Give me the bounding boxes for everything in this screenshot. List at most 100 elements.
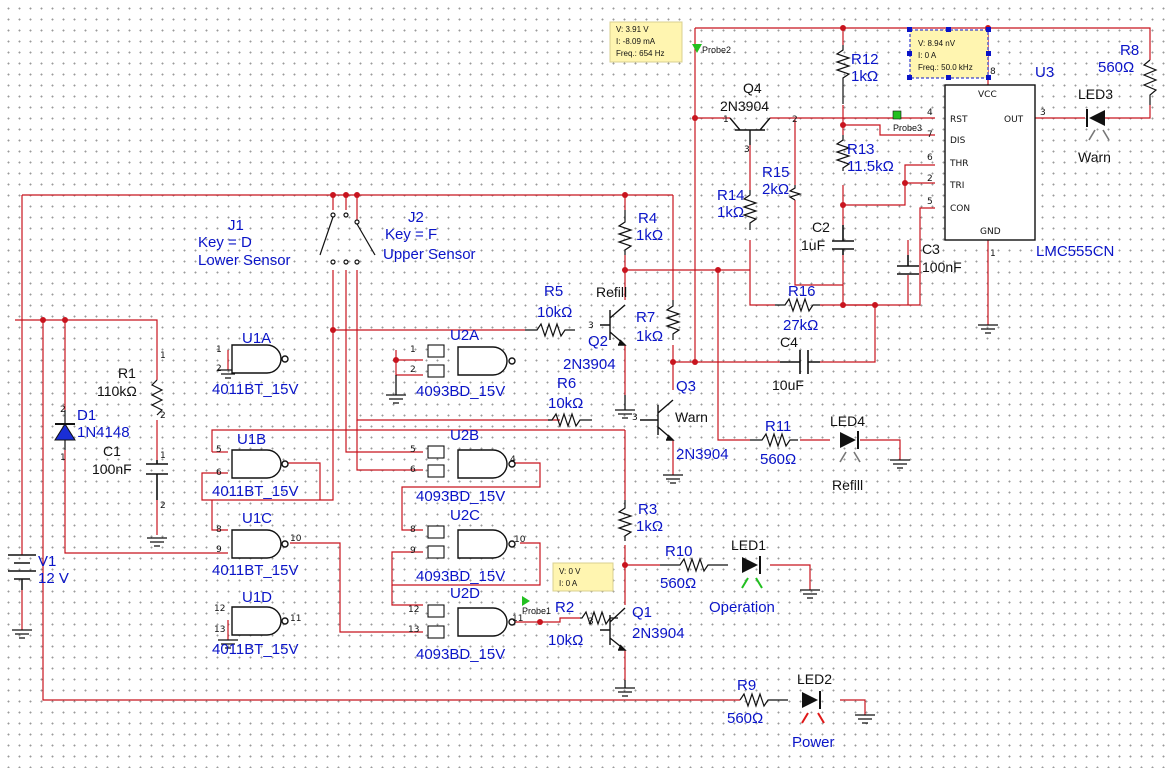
probe2-freq: Freq.: 654 Hz	[616, 49, 664, 58]
switches	[319, 212, 376, 265]
wires	[15, 27, 1151, 715]
c4-label: C4	[780, 334, 798, 350]
r1-value: 110kΩ	[97, 383, 137, 399]
r11-value: 560Ω	[760, 451, 796, 468]
pin-num: 5	[927, 197, 933, 207]
c4-body	[780, 350, 820, 374]
r4-label: R4	[638, 210, 657, 227]
r9-value: 560Ω	[727, 710, 763, 727]
r15-label: R15	[762, 164, 790, 181]
led4-caption: Refill	[832, 477, 863, 493]
c2-body	[832, 225, 854, 255]
c1-value: 100nF	[92, 461, 132, 477]
u1d-part: 4011BT_15V	[212, 641, 298, 658]
pin-num: 13	[408, 625, 419, 635]
u1b-label: U1B	[237, 431, 266, 448]
pin-num: 2	[160, 501, 166, 511]
probe-markers	[522, 44, 902, 606]
r14-body	[742, 190, 758, 230]
nand-gates	[231, 344, 516, 637]
r9-label: R9	[737, 677, 756, 694]
u3-pin-dis: DIS	[950, 136, 966, 146]
r12-label: R12	[851, 51, 879, 68]
led4-label: LED4	[830, 413, 865, 429]
led3-label: LED3	[1078, 86, 1113, 102]
r2-body	[580, 610, 618, 626]
r5-label: R5	[544, 283, 563, 300]
u2c-part: 4093BD_15V	[416, 568, 505, 585]
resistors	[150, 45, 1158, 708]
c4-value: 10uF	[772, 377, 804, 393]
probe3-handles	[907, 27, 991, 80]
u1d-label: U1D	[242, 589, 272, 606]
r6-label: R6	[557, 375, 576, 392]
probe3-tag: Probe3	[893, 123, 922, 133]
pin-num: 10	[514, 535, 526, 545]
u1c-part: 4011BT_15V	[212, 562, 298, 579]
pin-num: 2	[410, 365, 416, 375]
u1a-part: 4011BT_15V	[212, 381, 298, 398]
j2-key: Key = F	[385, 226, 437, 243]
r8-value: 560Ω	[1098, 59, 1134, 76]
pin-num: 2	[216, 364, 222, 374]
pin-num: 2	[792, 115, 798, 125]
r13-label: R13	[847, 141, 875, 158]
probe1-tag: Probe1	[522, 606, 551, 616]
pin-num: 6	[216, 468, 222, 478]
u3-pin-rst: RST	[950, 115, 968, 125]
r15-value: 2kΩ	[762, 181, 789, 198]
u3-pin-out: OUT	[1004, 115, 1024, 125]
j2-label: J2	[408, 209, 424, 226]
probe3-current: I: 0 A	[918, 51, 937, 60]
r1-body	[150, 379, 164, 416]
d1-label: D1	[77, 407, 96, 424]
r7-value: 1kΩ	[636, 328, 663, 345]
r5-value: 10kΩ	[537, 304, 572, 321]
u2b-part: 4093BD_15V	[416, 488, 505, 505]
j1-key: Key = D	[198, 234, 252, 251]
r12-body	[835, 45, 851, 104]
r12-value: 1kΩ	[851, 68, 878, 85]
u3-pin-tri: TRI	[949, 181, 964, 191]
v1-label: V1	[38, 553, 56, 570]
u3-pin-thr: THR	[949, 159, 969, 169]
pin-num: 3	[632, 413, 638, 423]
battery-v1	[8, 554, 36, 590]
led1-symbol	[741, 556, 763, 589]
d1-value: 1N4148	[77, 424, 130, 441]
pin-num: 8	[990, 67, 996, 77]
j1-label: J1	[228, 217, 244, 234]
c2-label: C2	[812, 219, 830, 235]
led2-label: LED2	[797, 671, 832, 687]
led4-symbol	[839, 431, 861, 463]
probe3-voltage: V: 8.94 nV	[918, 39, 956, 48]
led3-caption: Warn	[1078, 149, 1111, 165]
probe1-voltage: V: 0 V	[559, 567, 581, 576]
r8-body	[1142, 59, 1158, 105]
pin-num: 6	[410, 465, 416, 475]
r13-value: 11.5kΩ	[847, 158, 894, 175]
leds	[741, 109, 1110, 724]
r16-label: R16	[788, 283, 816, 300]
r7-label: R7	[636, 309, 655, 326]
r10-value: 560Ω	[660, 575, 696, 592]
labels: V1 12 V D1 1N4148 R1 110kΩ C1 100nF J1 K…	[38, 25, 1139, 751]
c2-value: 1uF	[801, 237, 825, 253]
capacitors	[146, 225, 919, 500]
led2-caption: Power	[792, 734, 835, 751]
pin-num: 1	[216, 345, 222, 355]
probe2-voltage: V: 3.91 V	[616, 25, 649, 34]
led3-symbol	[1086, 109, 1110, 141]
r16-value: 27kΩ	[783, 317, 818, 334]
q1-part: 2N3904	[632, 625, 685, 642]
u3-pin-gnd: GND	[980, 227, 1001, 237]
pin-num: 12	[408, 605, 419, 615]
u2c-label: U2C	[450, 507, 480, 524]
r1-label: R1	[118, 365, 136, 381]
led1-caption: Operation	[709, 599, 775, 616]
u3-555-chip	[944, 84, 1036, 241]
pin-num: 11	[512, 614, 523, 624]
pin-num: 2	[927, 174, 933, 184]
